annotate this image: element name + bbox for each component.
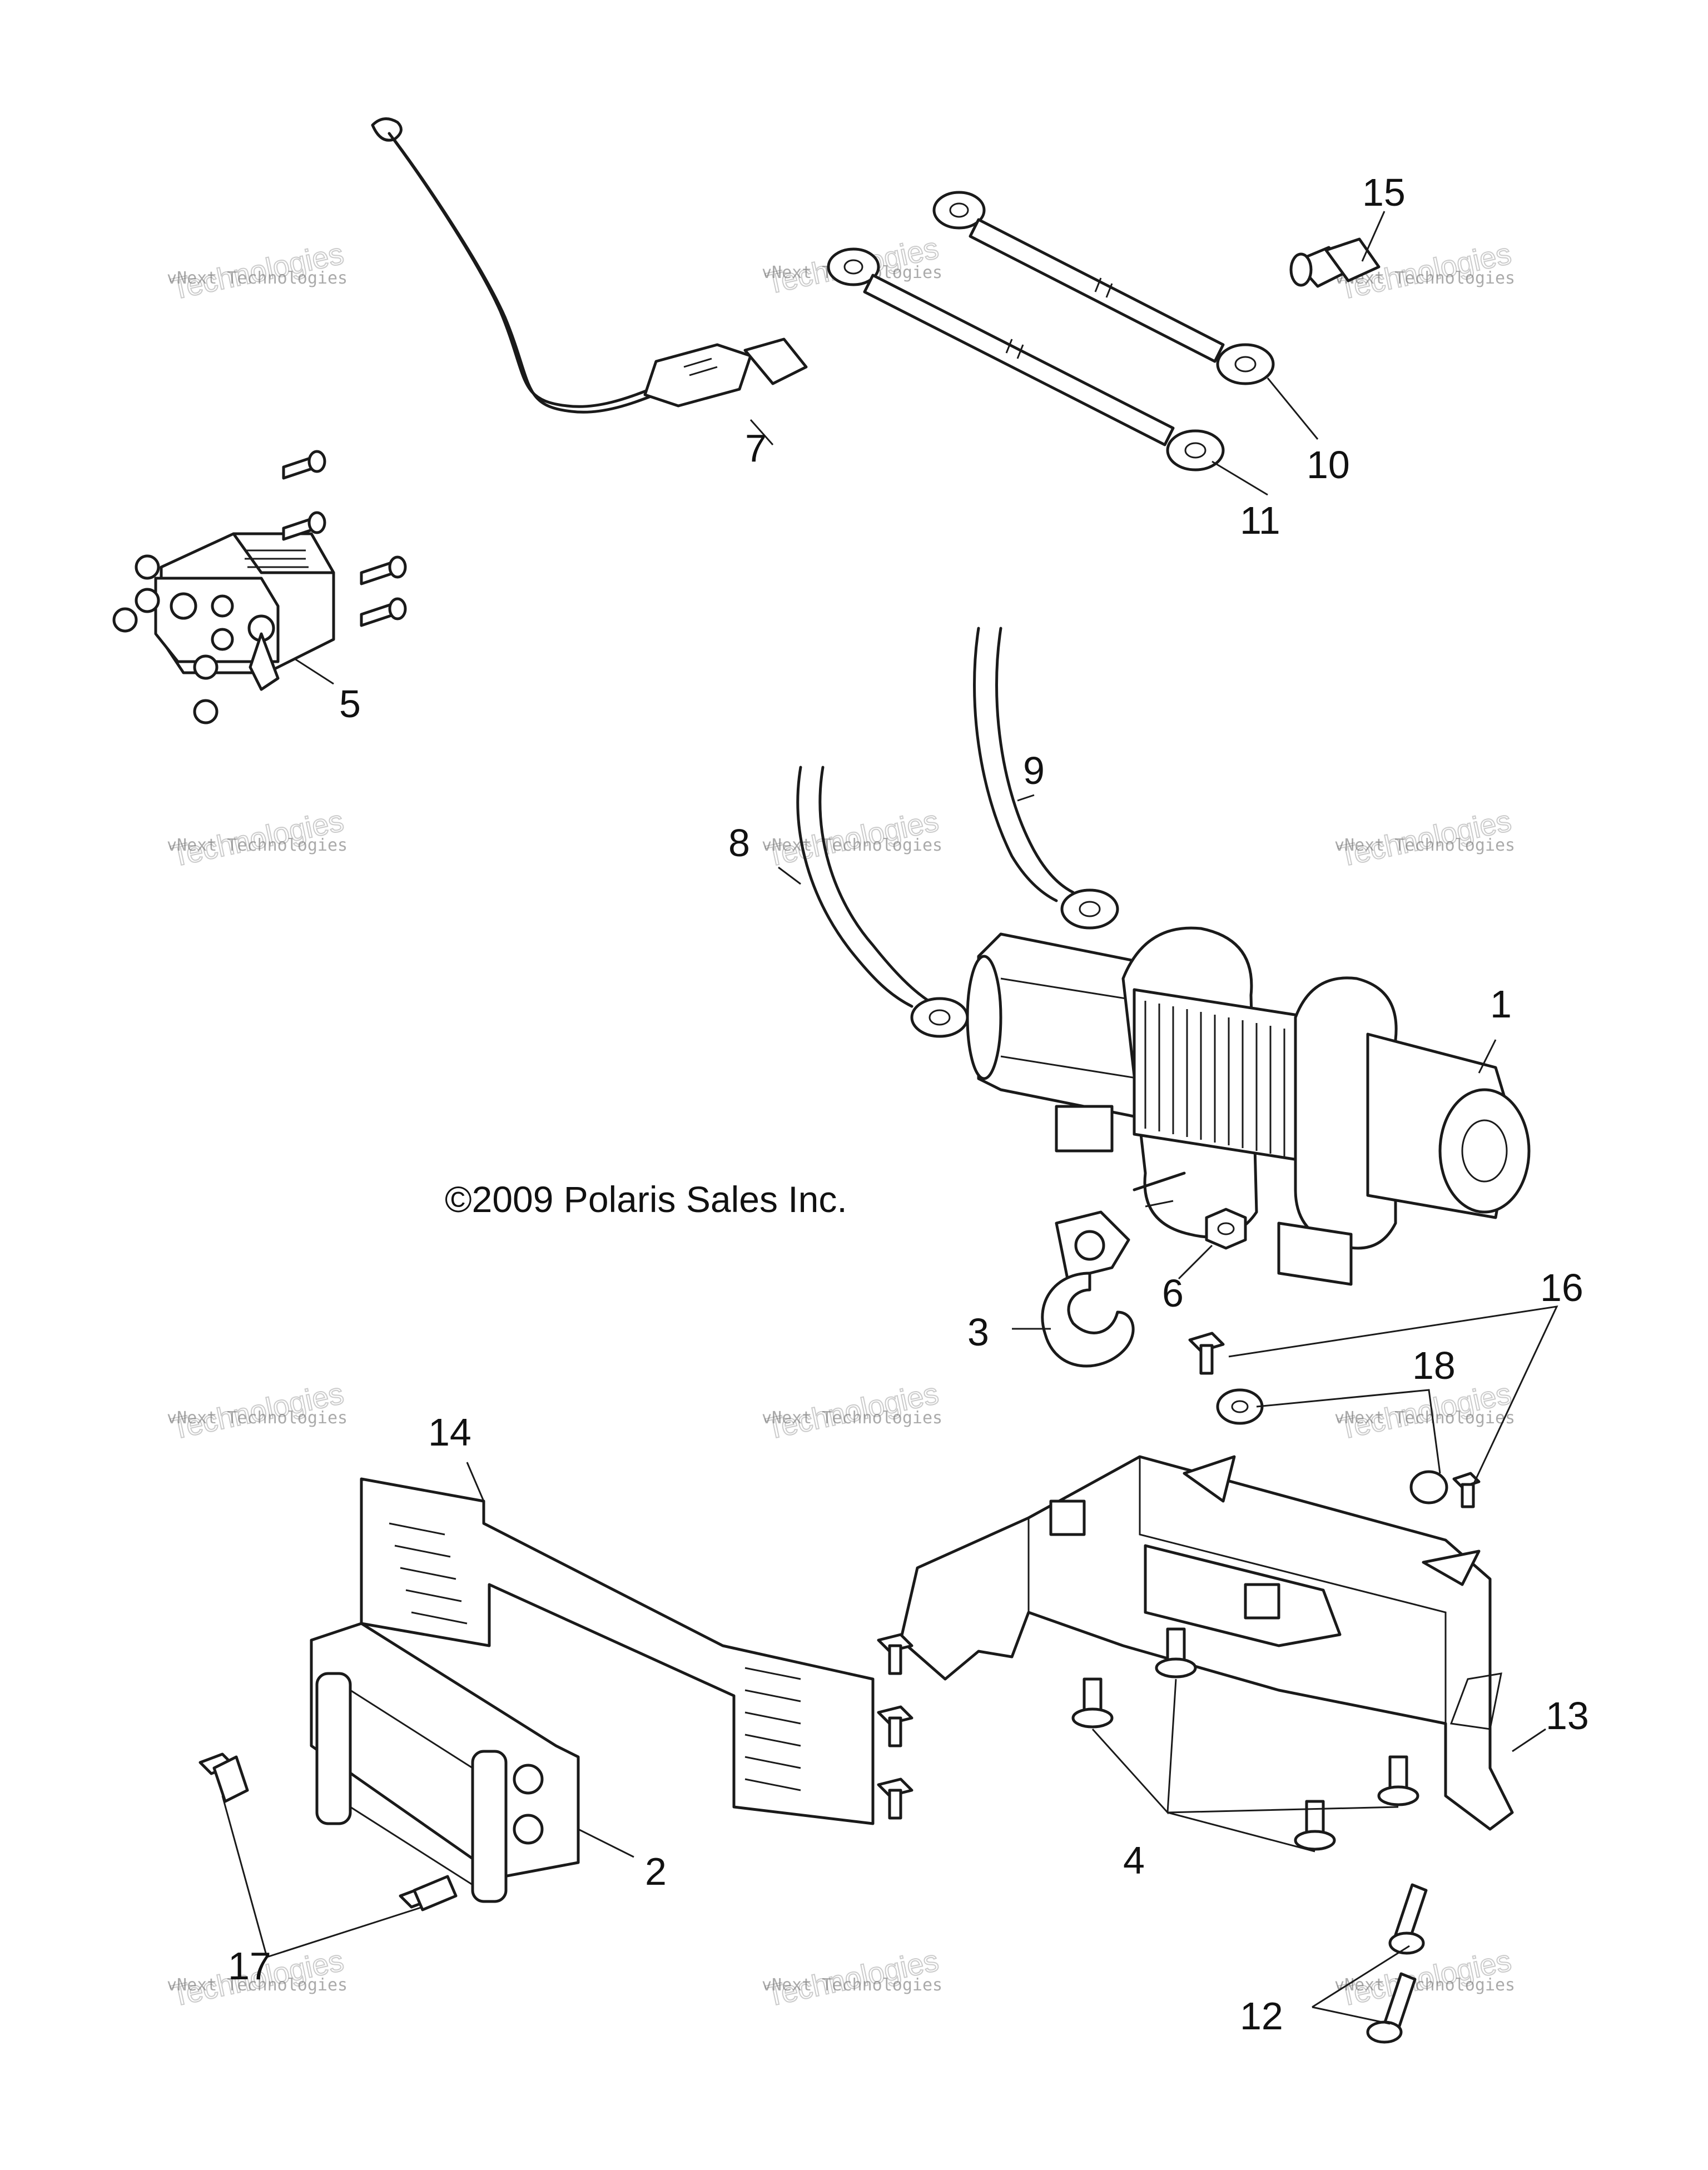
svg-text:vNext Technologies: vNext Technologies: [1334, 836, 1515, 855]
part-16-bolt: [1452, 1472, 1481, 1508]
svg-text:vNext Technologies: vNext Technologies: [167, 1408, 347, 1428]
part-17-bolt: [399, 1875, 458, 1911]
svg-text:vNext Technologies: vNext Technologies: [762, 1408, 942, 1428]
part-9-cable: [973, 627, 1119, 930]
bolt: [877, 1633, 913, 1675]
part-16-bolt: [1188, 1332, 1225, 1375]
callout-6: 6: [1162, 1272, 1184, 1315]
callout-13: 13: [1546, 1694, 1589, 1737]
svg-text:vNext Technologies: vNext Technologies: [167, 836, 347, 855]
callout-15: 15: [1362, 171, 1406, 214]
part-18-washer: [1216, 1388, 1264, 1425]
part-8-cable: [796, 766, 969, 1038]
part-4-bolt: [1377, 1755, 1419, 1806]
svg-text:vNext Technologies: vNext Technologies: [762, 1975, 942, 1995]
watermark: Technologies vNext Technologies: [1334, 1943, 1515, 2013]
copyright-notice: ©2009 Polaris Sales Inc.: [445, 1179, 847, 1220]
callout-8: 8: [728, 821, 750, 865]
part-11-cable: [827, 247, 1225, 471]
watermark: Technologies vNext Technologies: [762, 803, 942, 873]
svg-text:vNext Technologies: vNext Technologies: [1334, 1975, 1515, 1995]
callout-12: 12: [1240, 1994, 1283, 2038]
callout-2: 2: [645, 1850, 667, 1893]
bolt: [360, 597, 407, 627]
part-12-bolt: [1366, 1972, 1417, 2044]
part-1-winch: [966, 926, 1531, 1286]
part-4-bolt: [1155, 1627, 1197, 1679]
part-18-washer: [1409, 1470, 1448, 1504]
bolt: [282, 511, 326, 541]
callout-17: 17: [228, 1944, 271, 1988]
callout-4: 4: [1123, 1839, 1145, 1882]
callout-18: 18: [1412, 1344, 1456, 1387]
part-15-fitting: [1289, 237, 1381, 288]
callout-3: 3: [967, 1310, 989, 1354]
part-7-switch-harness: [371, 117, 808, 414]
callout-10: 10: [1307, 443, 1350, 486]
leader-lines: [221, 211, 1558, 2025]
callout-14: 14: [428, 1411, 471, 1454]
svg-text:vNext Technologies: vNext Technologies: [167, 1975, 347, 1995]
part-6-nut: [1205, 1208, 1247, 1250]
callouts: 1 2 3 4 5 6 7 8 9 10 11 12 13 14 15 16 1…: [228, 171, 1589, 2038]
watermark: Technologies vNext Technologies: [167, 803, 347, 873]
part-2-fairlead: [310, 1622, 580, 1903]
svg-text:vNext Technologies: vNext Technologies: [762, 836, 942, 855]
bolt: [282, 450, 326, 480]
bolt: [877, 1705, 913, 1747]
part-12-bolt: [1388, 1883, 1428, 1955]
callout-9: 9: [1023, 749, 1045, 792]
watermark: Technologies vNext Technologies: [167, 236, 347, 306]
watermark: Technologies vNext Technologies: [762, 1376, 942, 1446]
part-17-bolt: [198, 1752, 249, 1803]
part-4-bolt: [1071, 1677, 1114, 1729]
part-5-contactor: [112, 450, 407, 724]
callout-5: 5: [339, 682, 361, 726]
callout-7: 7: [745, 426, 767, 470]
bolt: [360, 555, 407, 585]
svg-text:vNext Technologies: vNext Technologies: [167, 269, 347, 288]
watermark: Technologies vNext Technologies: [167, 1376, 347, 1446]
part-10-cable: [932, 191, 1275, 385]
watermark: Technologies vNext Technologies: [1334, 803, 1515, 873]
svg-text:vNext Technologies: vNext Technologies: [1334, 1408, 1515, 1428]
callout-1: 1: [1490, 982, 1512, 1026]
part-14-plate: [360, 1477, 875, 1825]
callout-11: 11: [1240, 499, 1280, 542]
part-13-bracket: [899, 1455, 1514, 1831]
bolt: [877, 1777, 913, 1820]
part-3-hook: [1041, 1171, 1186, 1368]
watermark: Technologies vNext Technologies: [762, 1943, 942, 2013]
callout-16: 16: [1540, 1266, 1583, 1309]
